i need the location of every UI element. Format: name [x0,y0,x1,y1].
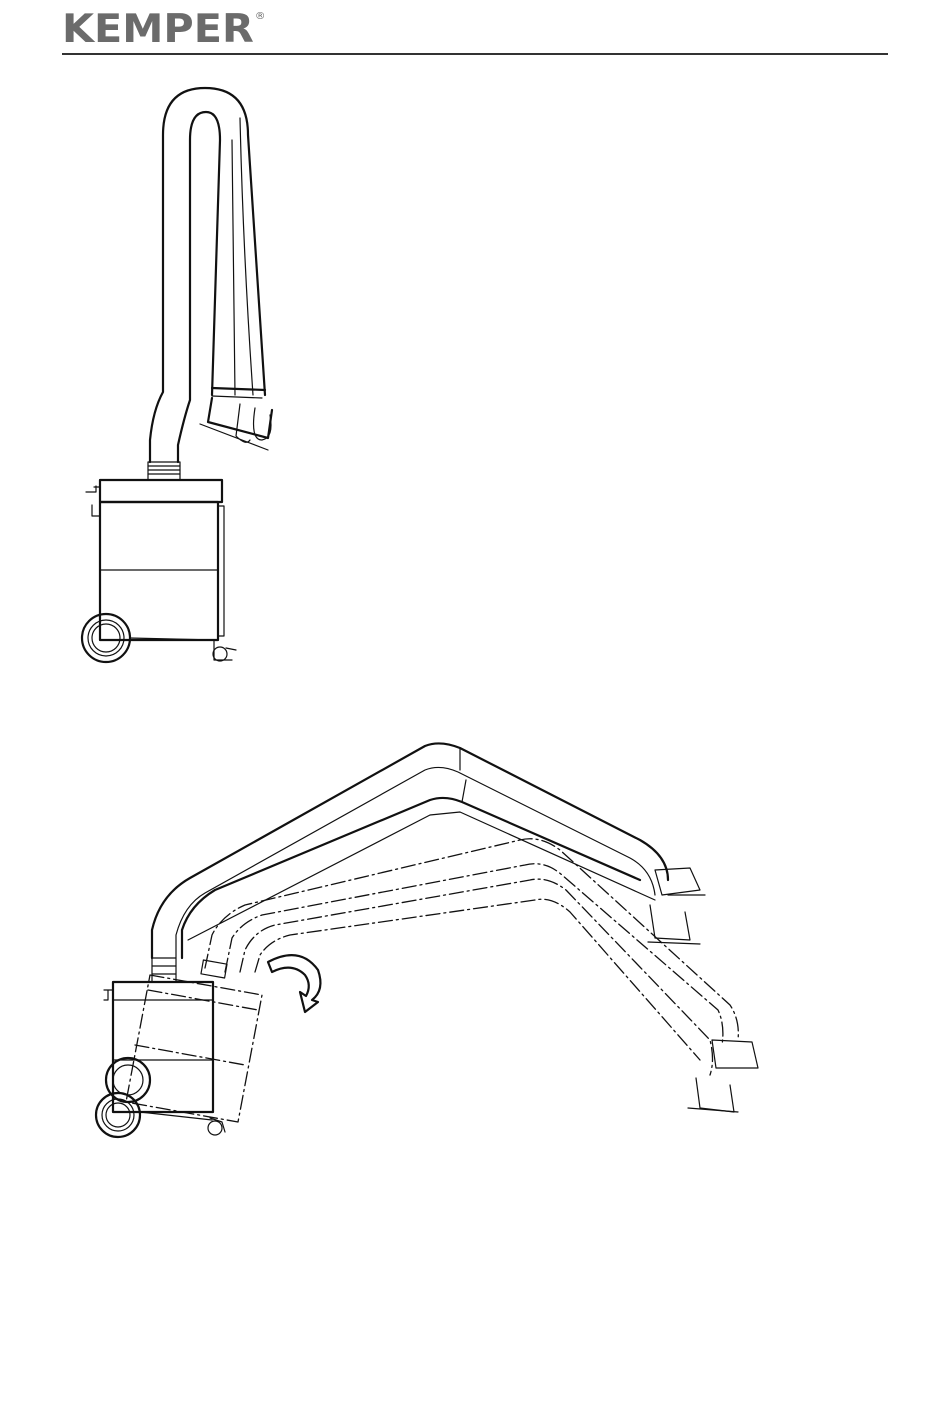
arm-position-1 [152,743,668,958]
unit-housing-tilted [126,975,262,1122]
fold-direction-arrow [268,955,320,1012]
caster [208,1121,222,1135]
hood-position-1 [655,868,700,895]
arm-position-2 [205,839,738,1040]
hood-position-2 [712,1040,758,1068]
